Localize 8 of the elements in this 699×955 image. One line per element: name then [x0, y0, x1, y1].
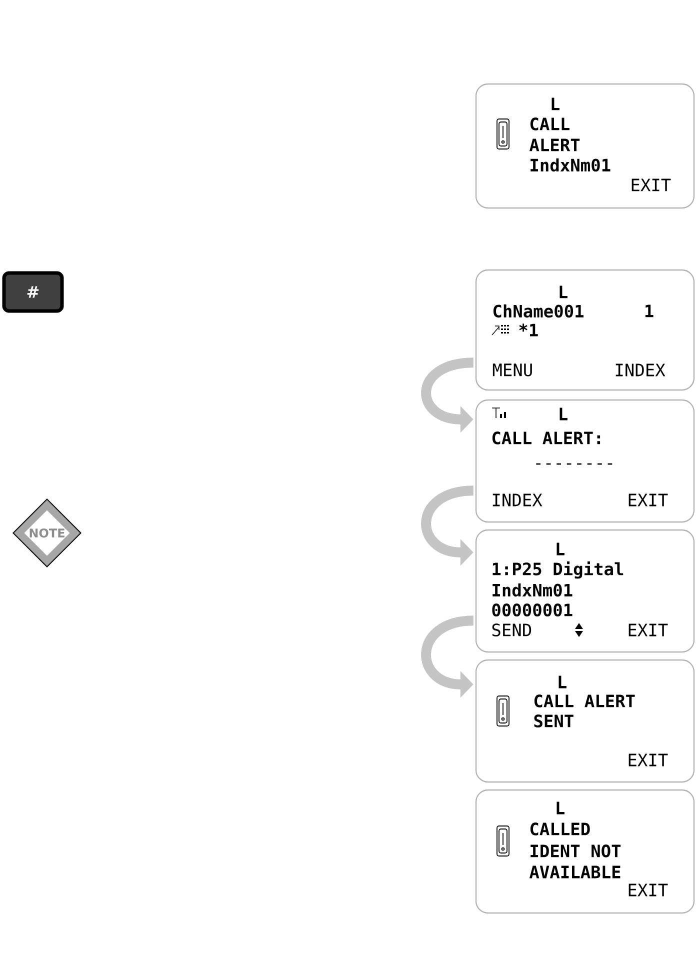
display-screen: L CALL ALERT: -------- INDEX EXIT [475, 399, 695, 523]
hash-key: # [2, 271, 64, 313]
display-screen: L ChName001 1 *1 MENU INDEX [475, 269, 695, 391]
display-screen: L 1:P25 Digital IndxNm01 00000001 SEND EXIT [475, 529, 695, 653]
note-sign: NOTE [12, 498, 82, 568]
display-screen: L CALLED IDENT NOT AVAILABLE EXIT [475, 789, 695, 914]
display-screen: L CALL ALERT SENT EXIT [475, 659, 695, 783]
display-screen: L CALL ALERT IndxNm01 EXIT [475, 83, 695, 209]
